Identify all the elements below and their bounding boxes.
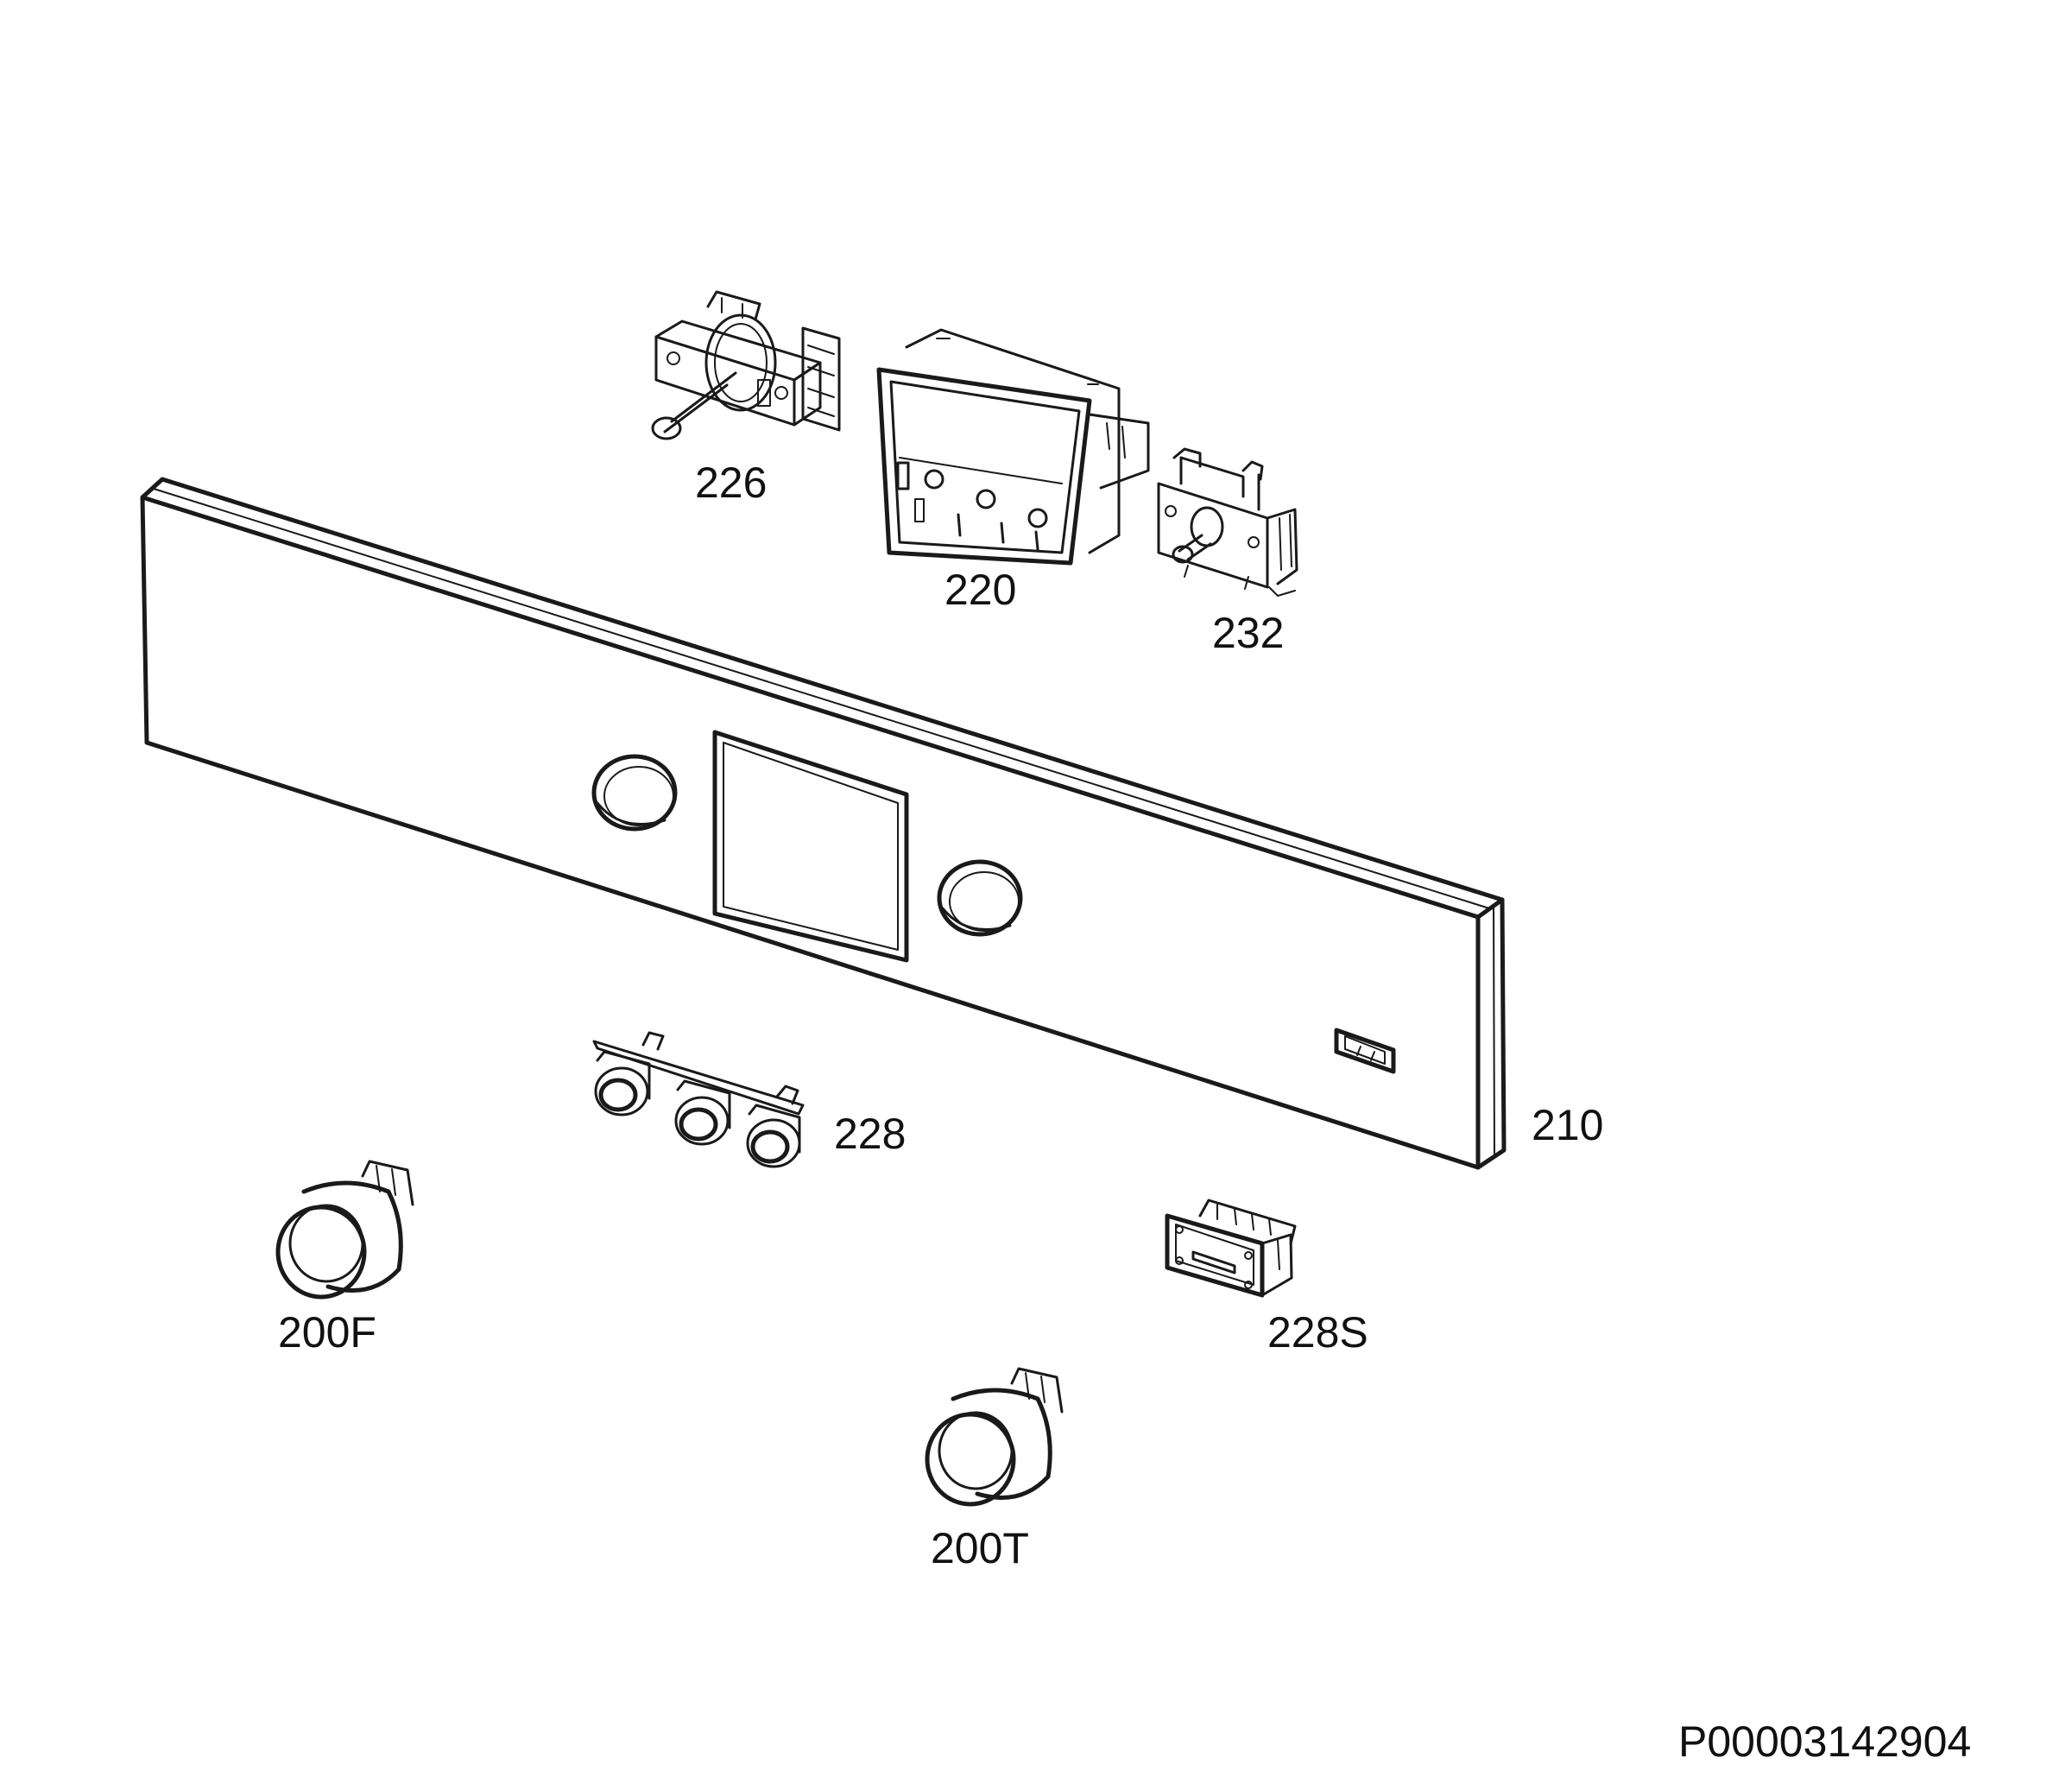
document-code: P00003142904 bbox=[1678, 1717, 1971, 1766]
part-226-selector-switch bbox=[651, 290, 841, 440]
label-220: 220 bbox=[944, 566, 1016, 614]
label-200F: 200F bbox=[278, 1308, 376, 1357]
knob-hole-left bbox=[591, 754, 678, 832]
label-232: 232 bbox=[1212, 609, 1284, 657]
label-226: 226 bbox=[695, 459, 767, 507]
part-228-push-buttons bbox=[592, 1031, 805, 1168]
part-200T-temperature-knob bbox=[925, 1367, 1064, 1507]
push-button-1 bbox=[594, 1050, 651, 1116]
push-button-2 bbox=[674, 1079, 731, 1146]
part-210-control-panel bbox=[140, 477, 1507, 1170]
switch-slot bbox=[1334, 1028, 1396, 1074]
part-228S-switch bbox=[1165, 1199, 1297, 1298]
label-228S: 228S bbox=[1267, 1308, 1368, 1357]
part-232-thermostat bbox=[1157, 447, 1298, 597]
part-220-display-housing bbox=[876, 328, 1150, 566]
push-button-3 bbox=[746, 1104, 801, 1168]
label-210: 210 bbox=[1532, 1101, 1603, 1149]
part-200F-function-knob bbox=[275, 1160, 414, 1300]
label-200T: 200T bbox=[931, 1524, 1029, 1572]
label-228: 228 bbox=[834, 1110, 906, 1158]
knob-hole-right bbox=[937, 859, 1023, 937]
